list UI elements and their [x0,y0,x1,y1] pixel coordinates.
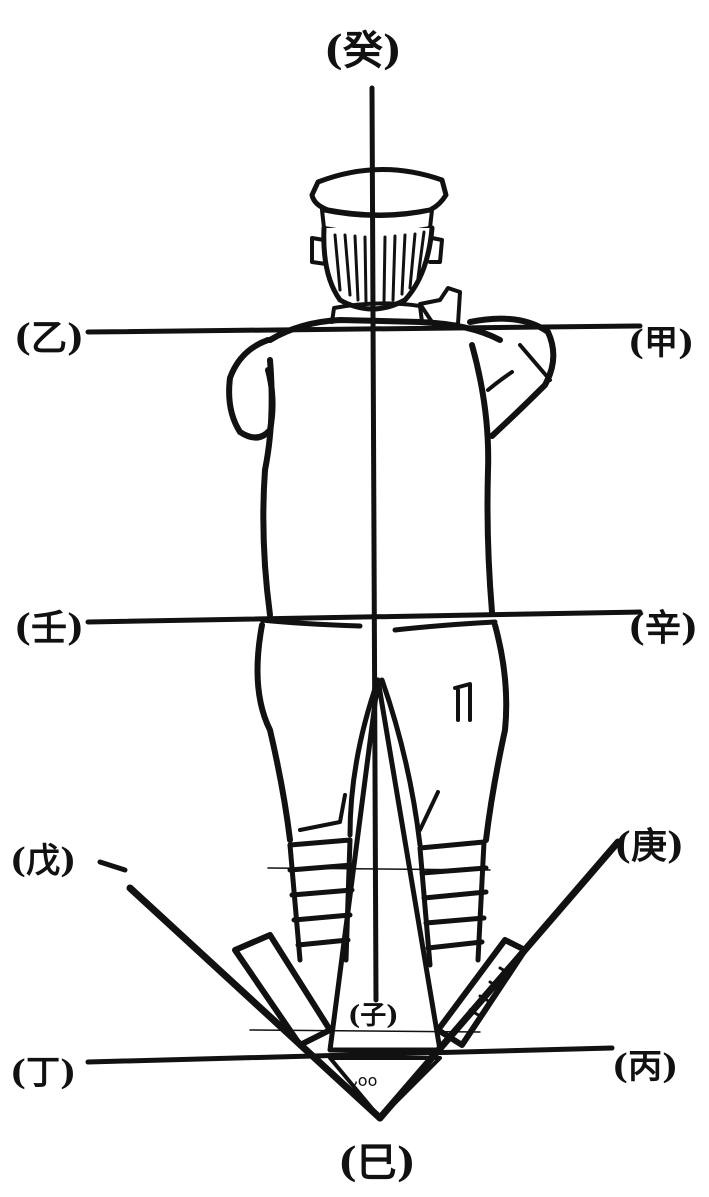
cap [312,169,446,215]
label-bing: (丙) [612,1047,678,1087]
right-side [472,345,492,612]
shoe-right [438,940,525,1045]
label-xin: (辛) [628,607,698,649]
label-jia: (甲) [628,323,694,363]
label-ren: (壬) [14,607,84,649]
label-geng: (庚) [614,825,684,867]
label-yi: (乙) [14,317,84,359]
knee-left [300,795,345,830]
trouser-left [258,625,291,840]
left-arm [229,340,272,438]
label-si: (巳) [338,1139,416,1186]
line-geng-diagonal [380,842,618,1118]
label-wu: (戊) [10,841,76,881]
trouser-right [486,625,506,840]
pocket-right [455,684,470,720]
soldier-figure [229,169,553,1050]
line-ren-xin [88,612,640,622]
puttee-right [420,842,486,965]
line-wu-diagonal [130,888,380,1118]
heel-marks: ᴗoo [348,1071,377,1090]
right-elbow [488,345,550,390]
belt [262,620,495,630]
knee-right [420,792,438,830]
line-wu-tick [100,862,125,870]
label-ding: (丁) [10,1053,76,1093]
label-gui: (癸) [324,27,402,74]
label-zi: (子) [348,1001,399,1031]
line-yi-jia [88,326,640,332]
